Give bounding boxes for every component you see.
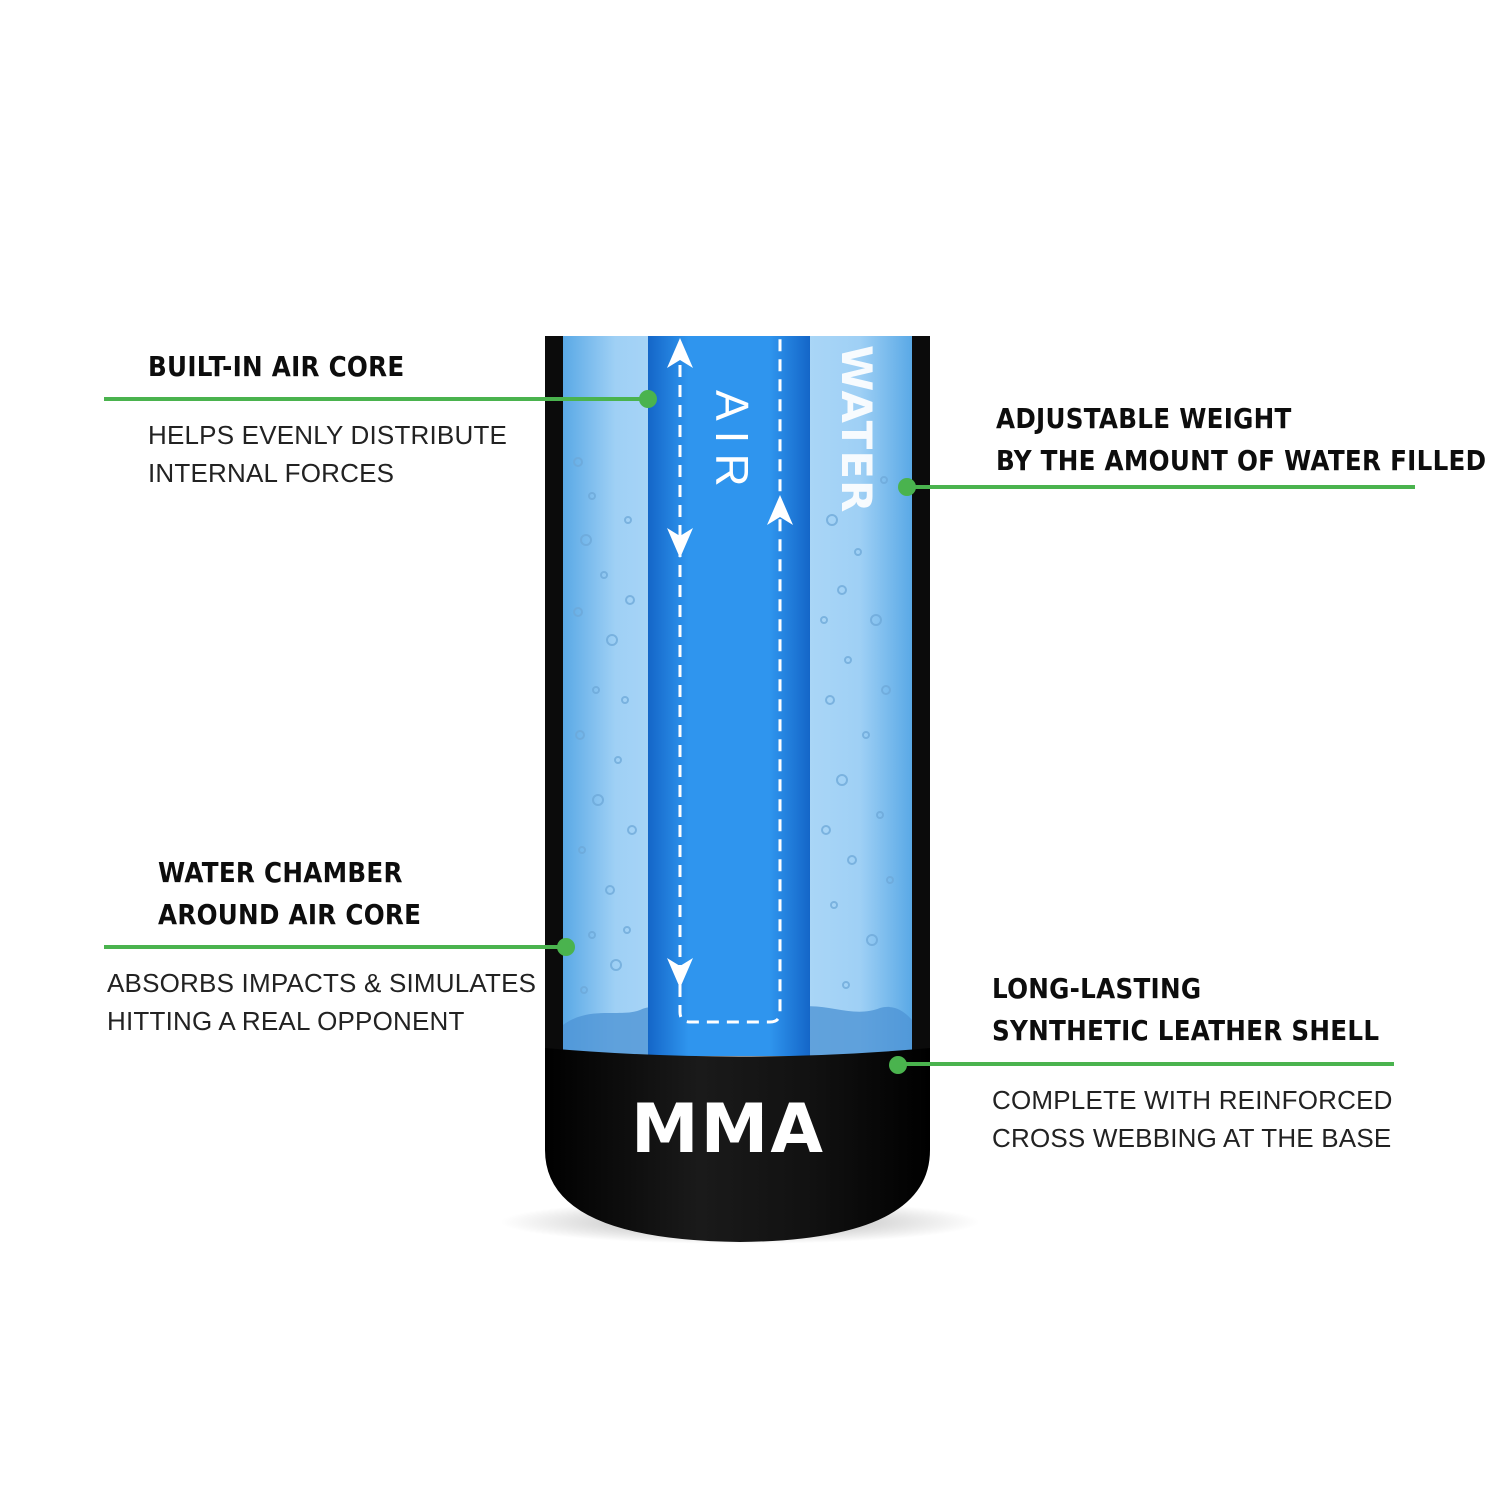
air-flow-arrows: [667, 338, 793, 988]
air-core-title: BUILT-IN AIR CORE: [148, 350, 405, 383]
shell-leader-dot: [889, 1056, 907, 1074]
air-core-label: AIR: [706, 390, 758, 497]
shell-desc-line-1: COMPLETE WITH REINFORCED: [992, 1085, 1393, 1115]
shell-left-edge: [545, 336, 565, 1056]
brand-logo: MMA: [631, 1090, 825, 1169]
adjustable-weight-title: ADJUSTABLE WEIGHT BY THE AMOUNT OF WATER…: [996, 398, 1486, 482]
adjustable-weight-leader-dot: [898, 478, 916, 496]
water-chamber-description: ABSORBS IMPACTS & SIMULATES HITTING A RE…: [107, 964, 536, 1040]
water-chamber-title-line-1: WATER CHAMBER: [158, 856, 403, 889]
adjustable-weight-leader-line: [906, 485, 1415, 489]
shell-right-edge: [910, 336, 930, 1056]
shell-leader-line: [898, 1062, 1394, 1066]
air-core-desc-line-1: HELPS EVENLY DISTRIBUTE: [148, 420, 508, 450]
bag-base: [545, 1048, 930, 1242]
water-chamber-leader-line: [104, 945, 566, 949]
adjustable-weight-title-line-1: ADJUSTABLE WEIGHT: [996, 402, 1292, 435]
shell-title-line-2: SYNTHETIC LEATHER SHELL: [992, 1014, 1380, 1047]
water-chamber-desc-line-2: HITTING A REAL OPPONENT: [107, 1006, 465, 1036]
water-chamber-leader-dot: [557, 938, 575, 956]
water-chamber-desc-line-1: ABSORBS IMPACTS & SIMULATES: [107, 968, 537, 998]
shell-title-line-1: LONG-LASTING: [992, 972, 1202, 1005]
air-core-leader-line: [104, 397, 648, 401]
water-chamber-title: WATER CHAMBER AROUND AIR CORE: [158, 852, 421, 936]
air-core-leader-dot: [639, 390, 657, 408]
water-chamber-title-line-2: AROUND AIR CORE: [158, 898, 422, 931]
air-core: [648, 336, 810, 1056]
air-flow-path: [678, 336, 782, 1024]
air-core-desc-line-2: INTERNAL FORCES: [148, 458, 395, 488]
shell-description: COMPLETE WITH REINFORCED CROSS WEBBING A…: [992, 1081, 1393, 1157]
water-bubbles: [573, 457, 894, 994]
shell-title: LONG-LASTING SYNTHETIC LEATHER SHELL: [992, 968, 1379, 1052]
air-core-description: HELPS EVENLY DISTRIBUTE INTERNAL FORCES: [148, 416, 507, 492]
water-chamber-label: WATER: [832, 345, 881, 513]
shell-desc-line-2: CROSS WEBBING AT THE BASE: [992, 1123, 1392, 1153]
adjustable-weight-title-line-2: BY THE AMOUNT OF WATER FILLED: [996, 444, 1487, 477]
